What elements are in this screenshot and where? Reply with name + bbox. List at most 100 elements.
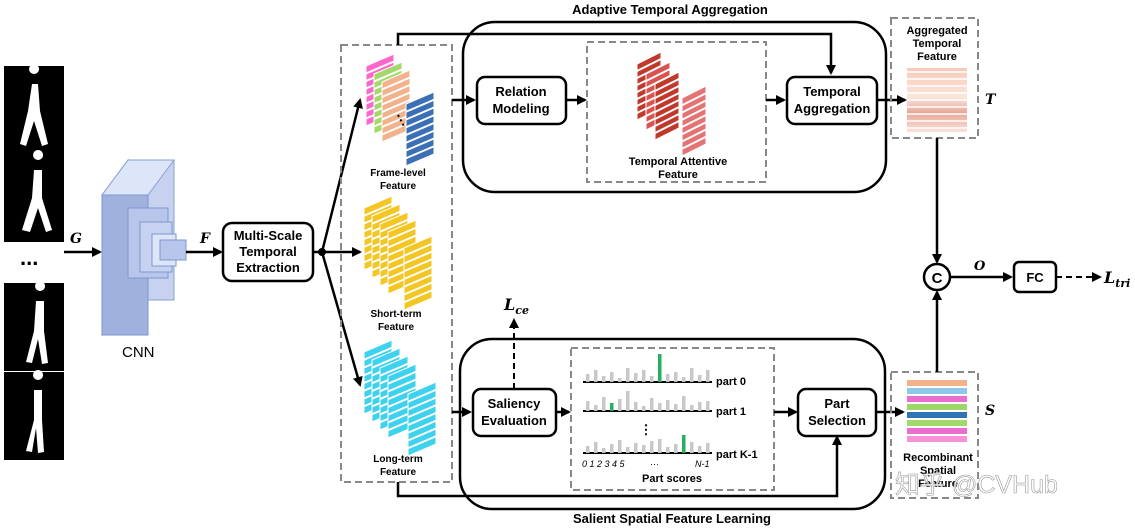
- part-score-bar: [618, 440, 622, 453]
- watermark: 知乎 @CVHub: [895, 471, 1058, 499]
- frame-label: Feature: [380, 181, 417, 192]
- cnn-label: CNN: [122, 344, 155, 361]
- sheet-stripe: [381, 76, 411, 91]
- long-sheet: [407, 381, 437, 457]
- sheet-stripe: [407, 396, 437, 411]
- aggregated-container: [890, 17, 979, 139]
- sheet-stripe: [403, 250, 433, 265]
- part-scores-bars: [583, 354, 712, 454]
- part-row-label: part 1: [716, 406, 746, 418]
- part-score-bar: [682, 396, 686, 411]
- part-score-bar: [642, 370, 646, 382]
- relation-label-line: Relation: [495, 84, 546, 99]
- silhouette-frame: [4, 281, 64, 371]
- recombinant-stripe: [907, 396, 967, 402]
- part-selection-box: Part Selection: [796, 387, 878, 438]
- part-score-bar: [594, 442, 598, 453]
- part-score-bar: [602, 448, 606, 453]
- sheet-stripe: [636, 58, 662, 72]
- part-score-bar: [674, 444, 678, 453]
- aggregated-label: Feature: [917, 51, 957, 63]
- symbol-s: S: [985, 403, 995, 419]
- part-row-label: part K-1: [716, 449, 758, 461]
- sheet-stripe: [363, 346, 393, 361]
- symbol-t: T: [985, 92, 997, 108]
- short-label: Short-term: [370, 309, 421, 320]
- sheet-stripe: [405, 137, 435, 152]
- attentive-feature-container: [586, 41, 767, 183]
- selected-part-bar: [658, 354, 662, 382]
- saliency-label-line: Evaluation: [481, 413, 547, 428]
- long-label: Feature: [380, 467, 417, 478]
- sheet-stripe: [379, 362, 409, 377]
- part-score-bar: [650, 441, 654, 453]
- attentive-sheet: [681, 85, 707, 157]
- loss-ce-sub: ce: [515, 304, 529, 317]
- part-score-bar: [674, 372, 678, 382]
- frame-sheet: [405, 91, 435, 167]
- sheet-stripe: [654, 120, 680, 134]
- symbol-o: O: [974, 259, 986, 274]
- part-score-bar: [602, 397, 606, 411]
- selected-part-bar: [682, 435, 686, 453]
- recombinant-label: Recombinant: [903, 452, 973, 464]
- part-score-bar: [626, 368, 630, 382]
- sheet-stripe: [371, 210, 401, 225]
- sheet-stripe: [405, 114, 435, 129]
- sheet-stripe: [371, 354, 401, 369]
- frame-label: Frame-level: [370, 168, 426, 179]
- sheet-stripe: [405, 106, 435, 121]
- part-score-bar: [666, 374, 670, 382]
- sheet-stripe: [363, 202, 393, 217]
- sheet-stripe: [405, 145, 435, 160]
- part-score-bar: [634, 402, 638, 411]
- part-score-bar: [586, 401, 590, 411]
- recombinant-label: Feature: [918, 478, 958, 490]
- sheet-stripe: [381, 84, 411, 98]
- temporal-agg-label-line: Aggregation: [794, 101, 871, 116]
- relation-label-line: Modeling: [492, 101, 549, 116]
- part-score-bar: [682, 377, 686, 382]
- sheet-stripe: [681, 106, 707, 121]
- part-score-bar: [594, 405, 598, 411]
- silhouette-frame: [4, 370, 64, 460]
- part-score-bar: [610, 372, 614, 382]
- part-score-bar: [618, 399, 622, 411]
- sheet-stripe: [387, 226, 417, 241]
- sheet-stripe: [403, 273, 433, 288]
- sheet-stripe: [381, 91, 411, 106]
- part-axis-mid: ···: [650, 459, 659, 469]
- sheet-stripe: [407, 412, 437, 426]
- sheet-stripe: [403, 258, 433, 273]
- concat-symbol: C: [932, 270, 943, 287]
- part-score-bar: [594, 370, 598, 382]
- part-scores-container: [570, 347, 775, 491]
- part-score-bar: [666, 400, 670, 411]
- fc-label: FC: [1026, 270, 1044, 285]
- ssfl-title: Salient Spatial Feature Learning: [573, 511, 771, 526]
- symbol-f: F: [199, 231, 211, 247]
- part-score-bar: [634, 373, 638, 382]
- sheet-stripe: [654, 85, 680, 99]
- recombinant-stripe: [907, 436, 967, 442]
- sheet-stripe: [407, 388, 437, 403]
- feature-container: [340, 44, 453, 483]
- sheet-stripe: [405, 122, 435, 136]
- part-score-bar: [642, 406, 646, 411]
- part-axis-end: N-1: [695, 459, 710, 469]
- long-label: Long-term: [373, 454, 423, 465]
- sheet-stripe: [387, 378, 417, 393]
- part-score-bar: [666, 447, 670, 453]
- sheet-stripe: [405, 98, 435, 113]
- frame-level-feature-icon: [365, 53, 435, 167]
- sheet-stripe: [407, 435, 437, 450]
- part-score-bar: [690, 368, 694, 382]
- silhouette-frame: [4, 64, 64, 156]
- sheet-stripe: [379, 218, 409, 233]
- sheet-stripe: [681, 135, 707, 150]
- part-score-bar: [626, 447, 630, 453]
- part-selection-label-line: Part: [824, 396, 850, 411]
- sheet-stripe: [365, 60, 395, 75]
- sheet-stripe: [681, 99, 707, 114]
